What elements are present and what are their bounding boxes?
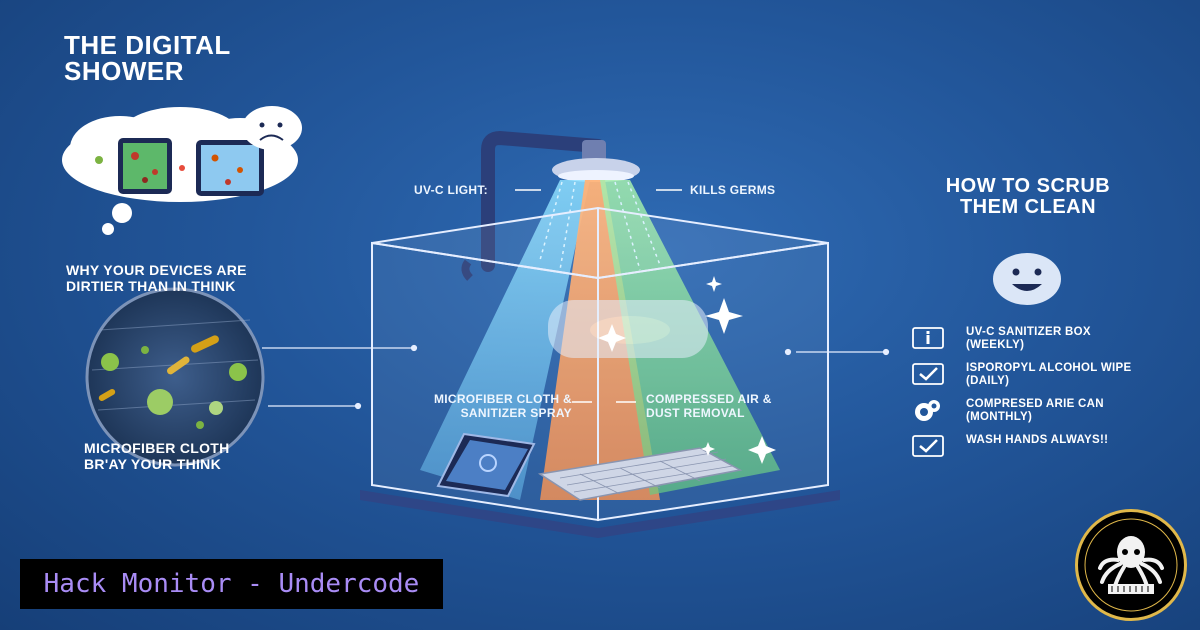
uvc-beam-blue (420, 180, 590, 500)
uvc-light-label: UV-C LIGHT: (414, 183, 488, 197)
smiley-face-icon (993, 253, 1061, 305)
page-title: THE DIGITAL SHOWER (64, 30, 231, 86)
shower-head (461, 130, 640, 281)
compressed-air-label: COMPRESSED AIR & DUST REMOVAL (646, 392, 772, 420)
left-heading: WHY YOUR DEVICES ARE DIRTIER THAN IN THI… (66, 262, 247, 294)
info-icon (912, 326, 944, 350)
step-text: COMPRESED ARIE CAN (MONTHLY) (966, 398, 1104, 423)
sparkle-icons (598, 276, 776, 464)
checkbox-icon (912, 434, 944, 458)
checkbox-icon (912, 362, 944, 386)
step-item: UV-C SANITIZER BOX (WEEKLY) (912, 326, 1152, 351)
right-heading: HOW TO SCRUB THEM CLEAN (945, 175, 1111, 218)
step-item: COMPRESED ARIE CAN (MONTHLY) (912, 398, 1152, 423)
step-text: UV-C SANITIZER BOX (WEEKLY) (966, 326, 1091, 351)
germ-caption: MICROFIBER CLOTH BR'AY YOUR THINK (84, 440, 230, 472)
keyboard-in-box (537, 447, 743, 501)
cleaning-steps-list: UV-C SANITIZER BOX (WEEKLY) ISPOROPYL AL… (912, 326, 1152, 469)
connector-lines (262, 344, 890, 410)
step-item: WASH HANDS ALWAYS!! (912, 434, 1152, 458)
undercode-logo (1075, 509, 1187, 621)
thought-cloud (62, 107, 298, 235)
earbuds-case (548, 300, 708, 358)
phone-in-box (436, 432, 536, 498)
step-text: WASH HANDS ALWAYS!! (966, 434, 1109, 446)
step-text: ISPOROPYL ALCOHOL WIPE (DAILY) (966, 362, 1132, 387)
air-can-icon (912, 398, 944, 422)
sad-face-icon (242, 106, 302, 150)
step-item: ISPOROPYL ALCOHOL WIPE (DAILY) (912, 362, 1152, 387)
dirty-phone-icon (118, 138, 172, 194)
kills-germs-label: KILLS GERMS (690, 183, 776, 197)
watermark-banner: Hack Monitor - Undercode (20, 559, 443, 609)
germ-magnified-circle (85, 287, 265, 467)
microfiber-label: MICROFIBER CLOTH & SANITIZER SPRAY (433, 392, 572, 420)
dirty-tablet-icon (196, 140, 264, 196)
